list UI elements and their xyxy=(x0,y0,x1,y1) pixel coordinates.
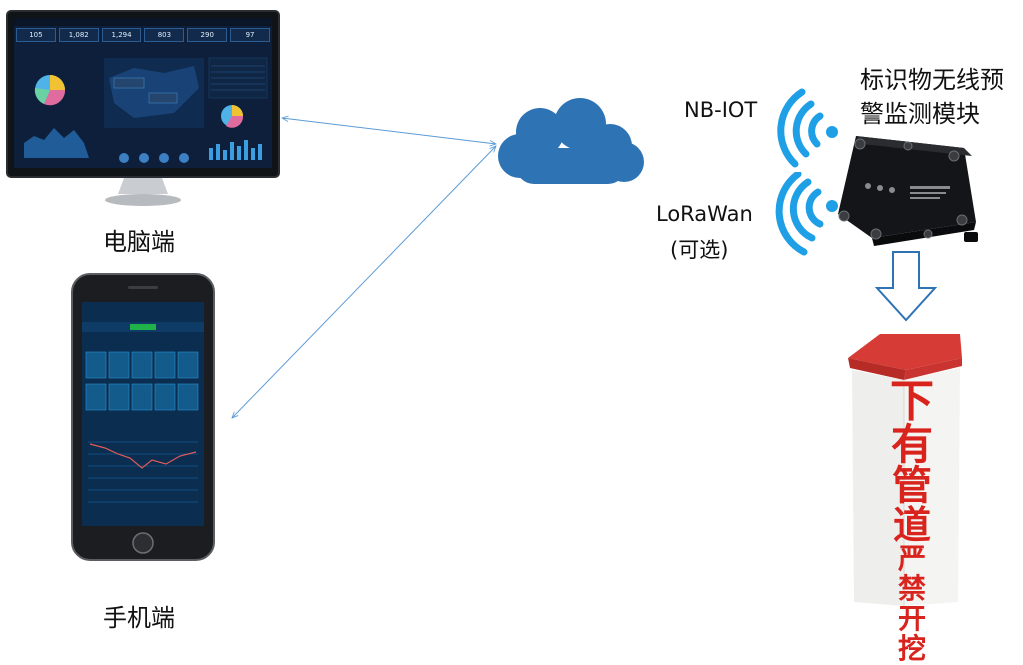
desktop-monitor: 105 1,082 1,294 803 290 97 xyxy=(6,10,280,210)
dashboard-screen: 105 1,082 1,294 803 290 97 xyxy=(14,18,272,168)
kpi-value: 803 xyxy=(157,31,172,39)
marker-char: 严 xyxy=(897,542,926,575)
monitoring-module xyxy=(832,118,982,250)
pie-chart-icon xyxy=(221,105,244,128)
module-title-line1: 标识物无线预 xyxy=(860,66,1004,94)
kpi-value: 290 xyxy=(200,31,214,39)
cloud-icon xyxy=(494,96,646,188)
phone-label: 手机端 xyxy=(103,604,175,632)
kpi-value: 105 xyxy=(29,31,43,39)
smartphone xyxy=(70,272,216,562)
kpi-value: 1,294 xyxy=(111,31,132,39)
module-title-line2: 警监测模块 xyxy=(860,100,980,128)
marker-char: 有 xyxy=(890,420,933,469)
connector-lines xyxy=(0,0,1023,634)
optional-label: (可选) xyxy=(670,238,729,262)
connector-cloud-pc xyxy=(282,118,496,144)
wireless-signal-icon xyxy=(774,170,854,272)
kpi-card: 97 xyxy=(230,28,270,42)
warning-marker-post: 下 有 管 道 严 禁 开 挖 xyxy=(846,330,964,664)
marker-char: 挖 xyxy=(897,632,926,665)
lorawan-label: LoRaWan xyxy=(656,202,753,226)
down-arrow-icon xyxy=(873,250,939,324)
kpi-card: 105 xyxy=(16,28,56,42)
connector-cloud-phone xyxy=(232,146,496,418)
pie-chart-icon xyxy=(34,75,66,106)
kpi-row: 105 1,082 1,294 803 290 97 xyxy=(14,28,272,42)
kpi-card: 803 xyxy=(144,28,185,42)
marker-text: 下 有 管 道 严 禁 开 挖 xyxy=(864,380,960,664)
pc-label: 电脑端 xyxy=(103,228,175,256)
kpi-card: 1,294 xyxy=(101,28,142,42)
marker-char: 管 xyxy=(892,463,932,509)
kpi-card: 290 xyxy=(187,28,228,42)
marker-char: 道 xyxy=(892,503,931,547)
wireless-signal-icon xyxy=(770,74,850,174)
marker-char: 开 xyxy=(897,602,926,635)
marker-char: 禁 xyxy=(897,572,926,605)
marker-char: 下 xyxy=(890,376,934,427)
kpi-value: 1,082 xyxy=(68,31,89,39)
kpi-card: 1,082 xyxy=(58,28,99,42)
nbiot-label: NB-IOT xyxy=(684,98,758,122)
kpi-value: 97 xyxy=(245,31,255,39)
